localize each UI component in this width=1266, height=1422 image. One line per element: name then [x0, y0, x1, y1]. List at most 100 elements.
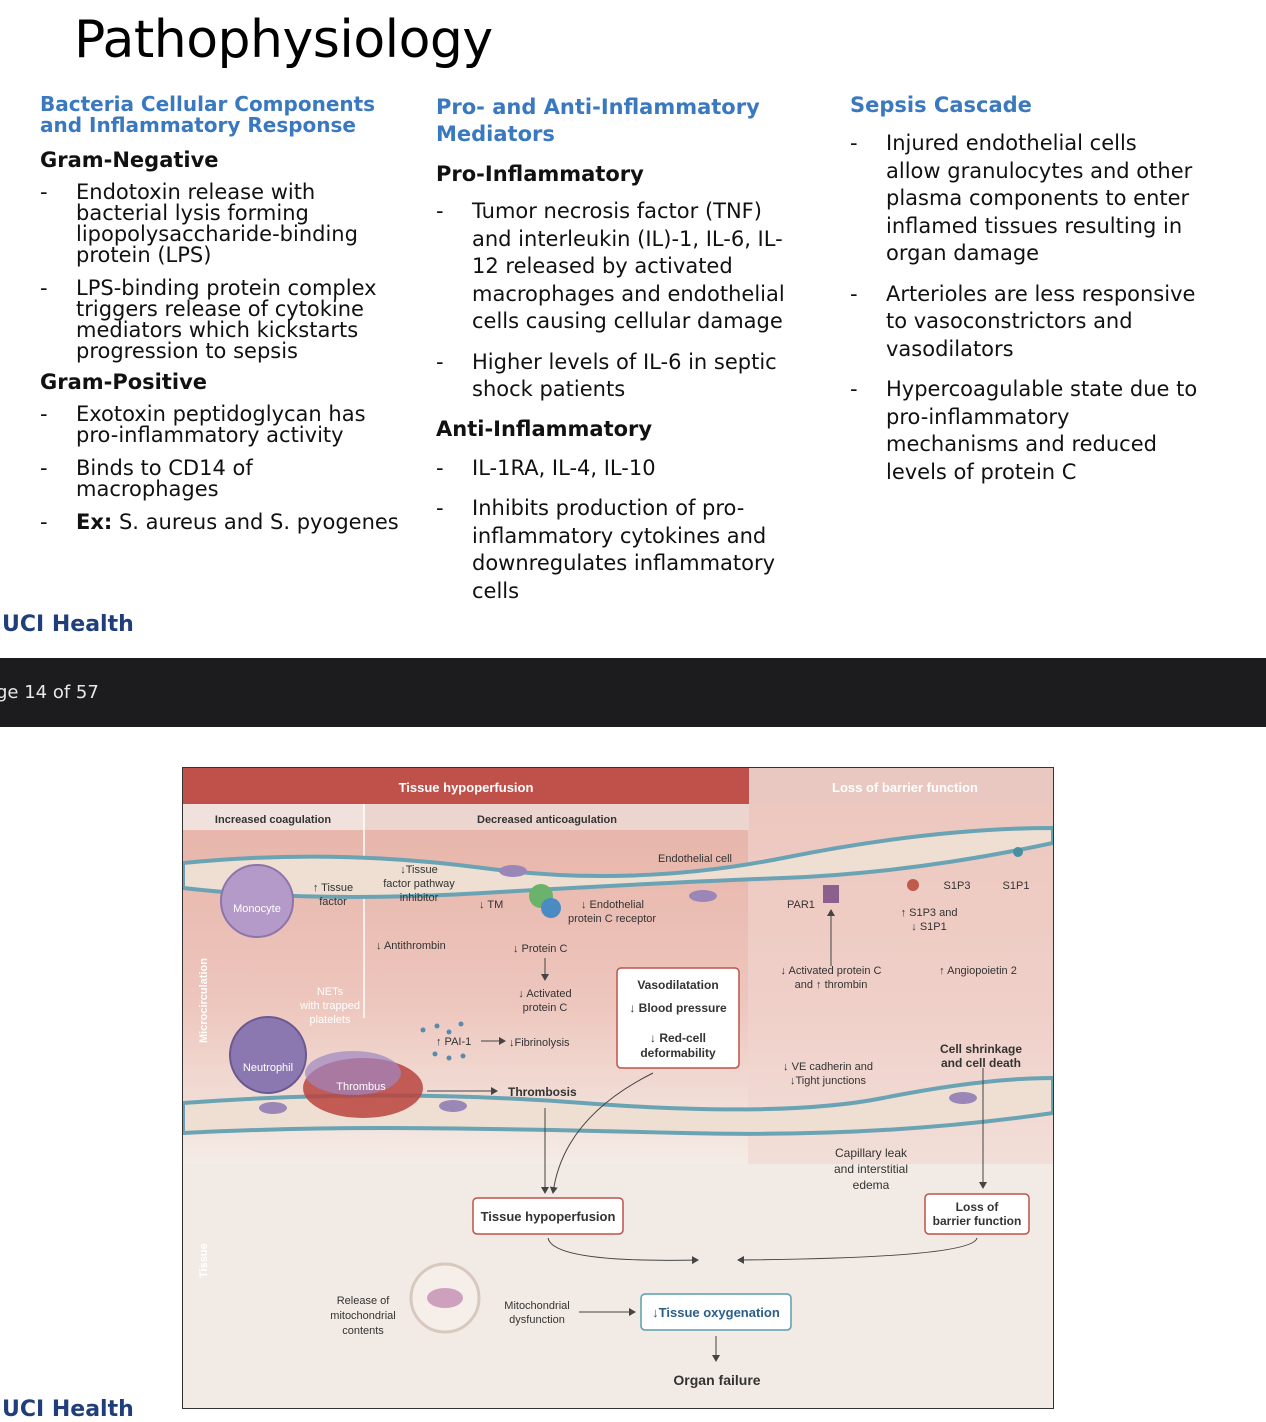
heading-line: and Inflammatory Response — [40, 113, 356, 137]
list-item: Hypercoagulable state due topro-inflamma… — [850, 376, 1250, 486]
uci-health-logo-bottom: UCI Health — [2, 1397, 134, 1422]
s1p1-receptor — [1013, 847, 1023, 857]
protein-c-label: ↓ Protein C — [513, 943, 567, 955]
column-heading: Bacteria Cellular Components and Inflamm… — [40, 94, 420, 136]
slide-title: Pathophysiology — [74, 10, 493, 70]
tissue-oxygenation-box — [640, 1293, 792, 1331]
s1p3-receptor — [907, 879, 919, 891]
column-bacteria: Bacteria Cellular Components and Inflamm… — [40, 94, 420, 545]
list-item: Ex: S. aureus and S. pyogenes — [40, 512, 420, 534]
mitochondrion — [427, 1288, 463, 1308]
header-right-label: Loss of barrier function — [832, 780, 978, 795]
heading-line: Bacteria Cellular Components — [40, 92, 376, 116]
column-mediators: Pro- and Anti-Inflammatory Mediators Pro… — [436, 94, 816, 618]
arrow — [547, 1237, 699, 1265]
subheading-anti-inflammatory: Anti-Inflammatory — [436, 416, 653, 441]
subheader-left-label: Increased coagulation — [215, 814, 331, 826]
subheading-gram-negative: Gram-Negative — [40, 148, 219, 172]
endothelial-nucleus — [499, 865, 527, 877]
subheader-mid — [364, 804, 749, 830]
column-sepsis-cascade: Sepsis Cascade Injured endothelial cells… — [850, 94, 1250, 499]
antithrombin-label: ↓ Antithrombin — [376, 940, 446, 952]
subheading-gram-positive: Gram-Positive — [40, 370, 208, 394]
monocyte-cell — [220, 864, 294, 938]
list-item: IL-1RA, IL-4, IL-10 — [436, 455, 816, 483]
list-item: Tumor necrosis factor (TNF)and interleuk… — [436, 198, 816, 336]
pai-dot — [434, 1023, 440, 1029]
page-indicator: ge 14 of 57 — [0, 682, 99, 703]
pai-dot — [446, 1029, 452, 1035]
header-loss-barrier — [749, 768, 1053, 804]
par1-label: PAR1 — [787, 899, 815, 911]
tm-label: ↓ TM — [479, 899, 503, 911]
s1p-change-label: ↑ S1P3 and↓ S1P1 — [901, 907, 958, 933]
fibrinolysis-label: ↓Fibrinolysis — [509, 1037, 570, 1049]
s1p1-label: S1P1 — [1003, 880, 1030, 892]
thrombosis-label: Thrombosis — [508, 1085, 577, 1099]
slide: Pathophysiology Bacteria Cellular Compon… — [0, 0, 1266, 658]
neutrophil-cell — [229, 1016, 307, 1094]
uci-health-logo: UCI Health — [2, 612, 134, 637]
anti-inflammatory-list: IL-1RA, IL-4, IL-10 Inhibits production … — [436, 455, 816, 606]
neutrophil-label: Neutrophil — [243, 1062, 293, 1074]
ve-cadherin-label: ↓ VE cadherin and↓Tight junctions — [783, 1061, 873, 1087]
list-item: Inhibits production of pro-inflammatory … — [436, 495, 816, 605]
pai-dot — [420, 1027, 426, 1033]
endothelial-cell-label: Endothelial cell — [658, 853, 732, 865]
arrow — [549, 1072, 654, 1194]
header-left-label: Tissue hypoperfusion — [399, 780, 534, 795]
s1p3-label: S1P3 — [944, 880, 971, 892]
side-label-microcirculation: Microcirculation — [198, 958, 210, 1043]
subheader-mid-label: Decreased anticoagulation — [477, 814, 617, 826]
pai-dot — [432, 1051, 438, 1057]
tissue-oxygenation-label: ↓Tissue oxygenation — [652, 1305, 780, 1320]
list-item: Exotoxin peptidoglycan haspro-inflammato… — [40, 404, 420, 446]
angiopoietin-label: ↑ Angiopoietin 2 — [939, 965, 1017, 977]
arrow — [737, 1237, 978, 1264]
lower-vessel-wall — [183, 1075, 1053, 1136]
vaso-box-text: Vasodilatation↓ Blood pressure↓ Red-cell… — [629, 978, 727, 1060]
side-label-tissue: Tissue — [198, 1243, 210, 1278]
endothelial-nucleus — [949, 1092, 977, 1104]
monocyte-label: Monocyte — [233, 903, 281, 915]
loss-barrier-box — [924, 1193, 1030, 1235]
upper-vessel-wall — [183, 825, 1053, 899]
thrombus-label: Thrombus — [336, 1081, 386, 1093]
gram-positive-list: Exotoxin peptidoglycan haspro-inflammato… — [40, 404, 420, 534]
subheader-left — [183, 804, 364, 830]
endothelial-nucleus — [259, 1102, 287, 1114]
pai-dot — [458, 1021, 464, 1027]
column-heading: Sepsis Cascade — [850, 93, 1032, 117]
epcr-complex — [541, 898, 561, 918]
sepsis-figure: Tissue hypoperfusion Loss of barrier fun… — [182, 767, 1054, 1409]
vasodilatation-box — [616, 967, 740, 1069]
par1-receptor — [823, 885, 839, 903]
header-tissue-hypoperfusion — [183, 768, 749, 804]
endothelial-nucleus — [439, 1100, 467, 1112]
tissue-hypoperfusion-box-label: Tissue hypoperfusion — [481, 1209, 616, 1224]
heading-line: Mediators — [436, 122, 555, 146]
column-heading: Pro- and Anti-Inflammatory Mediators — [436, 94, 816, 148]
organ-failure-label: Organ failure — [673, 1372, 760, 1388]
endothelial-nucleus — [689, 890, 717, 902]
platelet-mesh — [305, 1051, 401, 1095]
pro-inflammatory-list: Tumor necrosis factor (TNF)and interleuk… — [436, 198, 816, 404]
pager-bar: ge 14 of 57 — [0, 658, 1266, 727]
